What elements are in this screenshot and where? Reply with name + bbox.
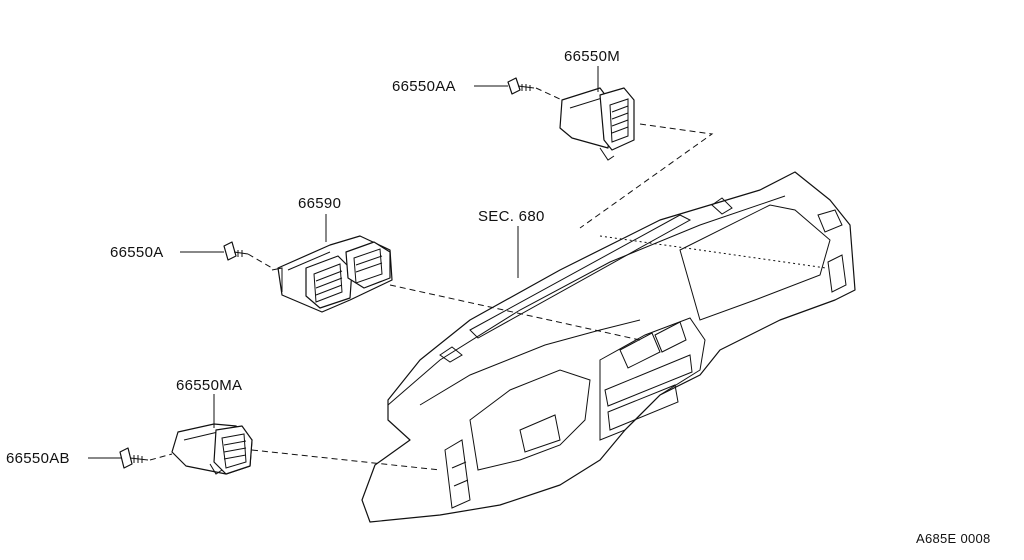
instrument-panel <box>361 171 856 523</box>
vent-66550m-drawing <box>559 87 635 161</box>
screw-66550aa-drawing <box>507 77 535 95</box>
drawing-code: A685E 0008 <box>916 531 991 546</box>
vent-66550ma-drawing <box>171 423 253 475</box>
label-66550ma: 66550MA <box>176 377 243 394</box>
label-66590: 66590 <box>298 195 342 212</box>
label-66550aa: 66550AA <box>392 78 456 95</box>
screw-66550a-drawing <box>223 241 249 261</box>
screw-66550ab-drawing <box>119 447 149 469</box>
label-sec-680: SEC. 680 <box>478 208 545 225</box>
installation-lines <box>149 87 827 471</box>
label-66550ab: 66550AB <box>6 450 70 467</box>
label-66550a: 66550A <box>110 244 164 261</box>
vent-66590-drawing <box>271 235 393 313</box>
label-66550m: 66550M <box>564 48 621 65</box>
leader-lines <box>88 66 599 459</box>
